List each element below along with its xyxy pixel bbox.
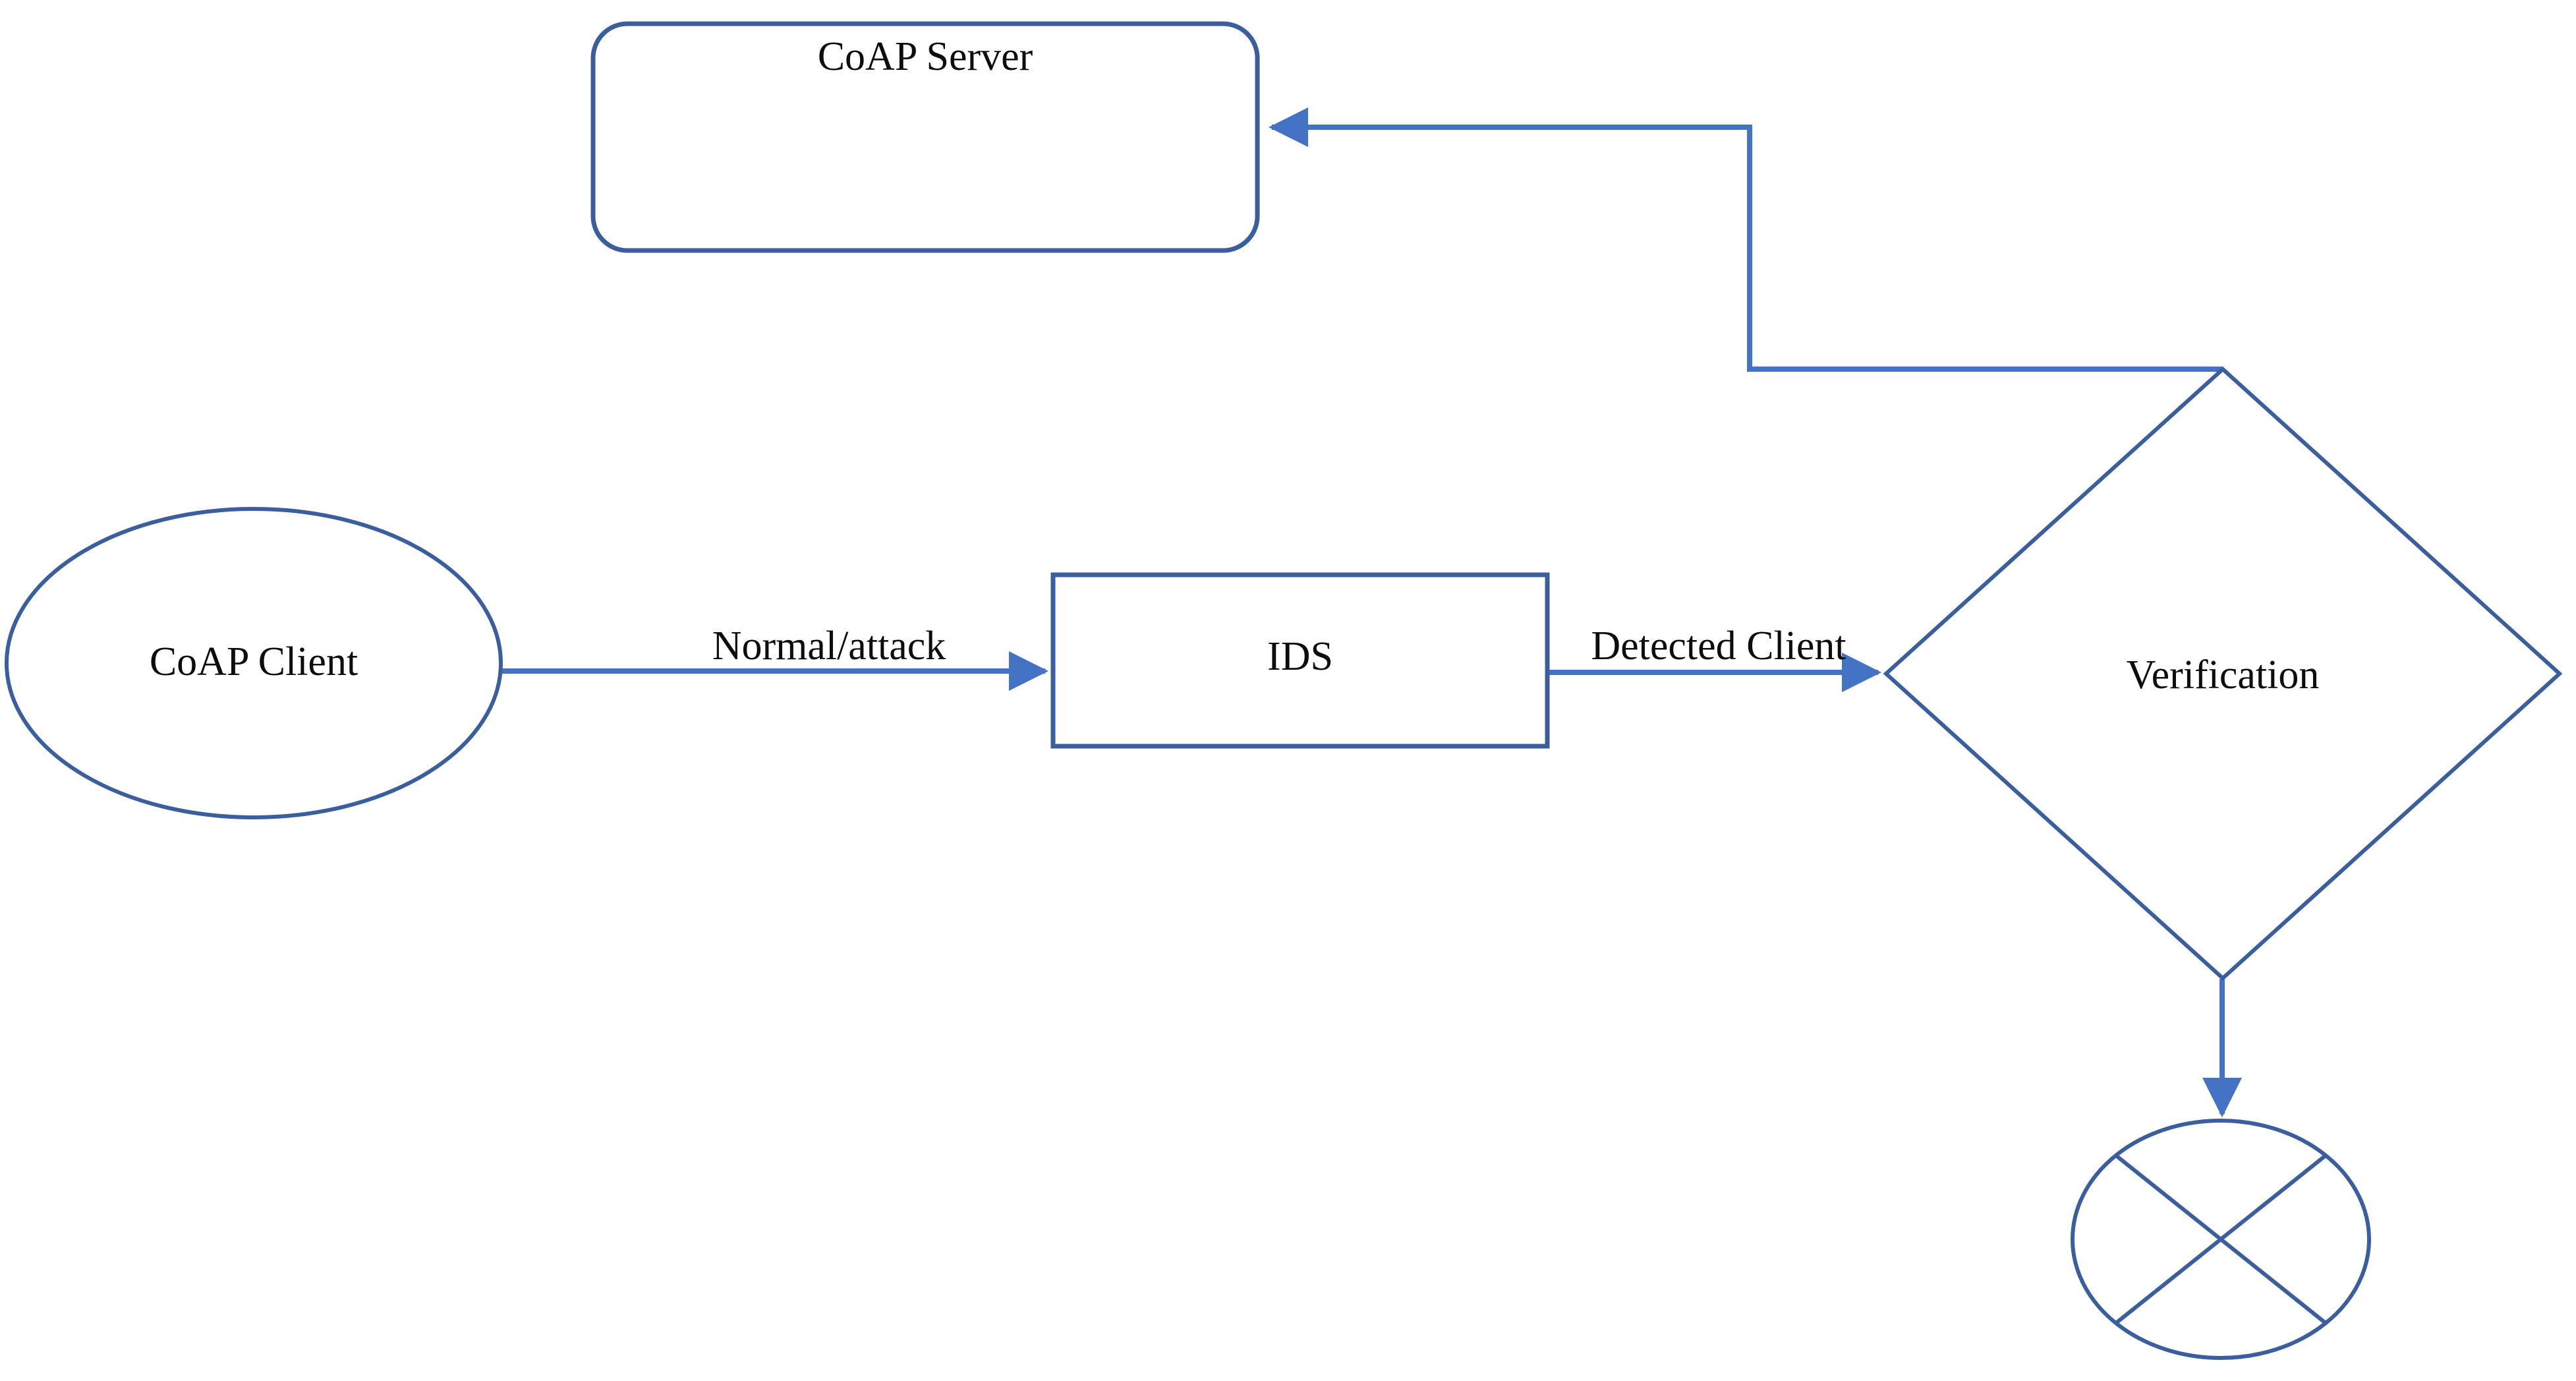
ids-label: IDS — [1267, 634, 1333, 679]
ids-shape — [1050, 572, 1550, 749]
verification-label: Verification — [2127, 653, 2320, 697]
verification-shape — [1883, 366, 2563, 982]
node-coap-client[interactable]: CoAP Client — [5, 507, 503, 819]
coap-client-label: CoAP Client — [150, 639, 358, 684]
coap-server-label: CoAP Server — [818, 34, 1033, 79]
node-terminator[interactable] — [2071, 1119, 2371, 1360]
node-verification[interactable]: Verification — [1883, 366, 2563, 982]
coap-server-shape — [590, 21, 1260, 253]
edge-label-normal-attack: Normal/attack — [712, 624, 946, 668]
edge-verification-to-coap-server[interactable] — [1269, 107, 2223, 372]
coap-client-shape — [5, 507, 503, 819]
terminator-x-diagonal-2 — [2115, 1154, 2327, 1325]
edge-label-detected-client: Detected Client — [1591, 624, 1846, 668]
node-coap-server[interactable]: CoAP Server — [590, 21, 1260, 253]
node-ids[interactable]: IDS — [1050, 572, 1550, 749]
connector-verification-to-server-path — [1269, 107, 2223, 372]
